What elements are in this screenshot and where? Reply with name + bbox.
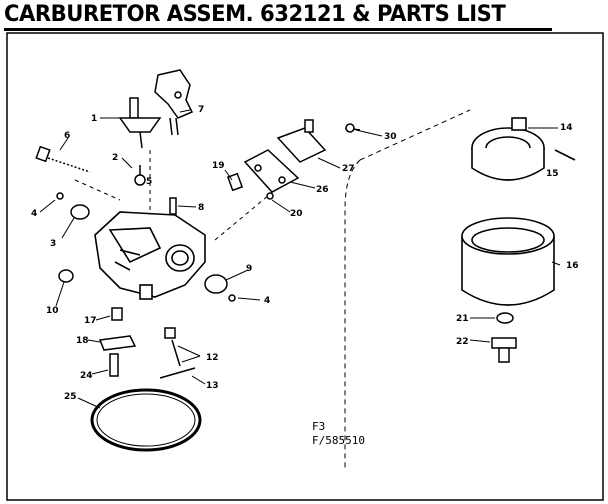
part-throttle-lever [154, 69, 194, 136]
part-needle-assembly [98, 307, 137, 377]
callout-13: 13 [206, 381, 219, 391]
callout-24: 24 [80, 371, 93, 381]
part-primer-assembly [226, 119, 361, 200]
callout-20: 20 [290, 209, 303, 219]
callout-22: 22 [456, 337, 469, 347]
callout-7: 7 [198, 105, 204, 115]
part-throttle-plate [204, 274, 236, 302]
callout-9: 9 [246, 264, 252, 274]
callout-27: 27 [342, 164, 355, 174]
part-float-pins [159, 327, 196, 379]
title-underline [4, 28, 552, 31]
part-bowl-gasket [90, 388, 202, 452]
leader-lines [39, 109, 561, 409]
callout-19: 19 [212, 161, 225, 171]
callout-17: 17 [84, 316, 97, 326]
callout-4a: 4 [31, 209, 37, 219]
callout-12: 12 [206, 353, 219, 363]
part-pin [169, 197, 177, 215]
part-small-screw [134, 165, 146, 186]
part-filter-bolt [491, 312, 517, 363]
part-idle-screw [35, 145, 91, 173]
dashed-separator [344, 159, 361, 470]
dashed-leader-14 [359, 109, 471, 161]
callout-6: 6 [64, 131, 70, 141]
callout-10: 10 [46, 306, 59, 316]
figure-code-line2: F/585510 [312, 434, 365, 447]
part-throttle-shaft [118, 97, 162, 149]
dashed-leader-6 [74, 179, 121, 201]
callout-4b: 4 [264, 296, 270, 306]
part-welch-plug [58, 269, 74, 283]
callout-5: 5 [146, 177, 152, 187]
figure-code-line1: F3 [312, 420, 325, 433]
part-bowl-gasket-inner [96, 393, 196, 447]
frame-border [6, 32, 604, 501]
callout-16: 16 [566, 261, 579, 271]
callout-1: 1 [91, 114, 97, 124]
callout-3: 3 [50, 239, 56, 249]
dashed-leader-26 [214, 189, 276, 241]
callout-30: 30 [384, 132, 397, 142]
part-filter-element [461, 217, 555, 306]
callout-labels: 1 2 3 4 4 5 6 7 8 9 10 12 13 14 15 16 17… [31, 105, 579, 402]
callout-15: 15 [546, 169, 559, 179]
callout-14: 14 [560, 123, 573, 133]
callout-25: 25 [64, 392, 77, 402]
callout-8: 8 [198, 203, 204, 213]
callout-18: 18 [76, 336, 89, 346]
callout-2: 2 [112, 153, 118, 163]
page-title: CARBURETOR ASSEM. 632121 & PARTS LIST [4, 2, 506, 27]
part-choke-plate [56, 192, 90, 220]
part-carburetor-body [94, 211, 206, 300]
callout-26: 26 [316, 185, 329, 195]
part-air-filter-cover [471, 117, 576, 181]
callout-21: 21 [456, 314, 469, 324]
